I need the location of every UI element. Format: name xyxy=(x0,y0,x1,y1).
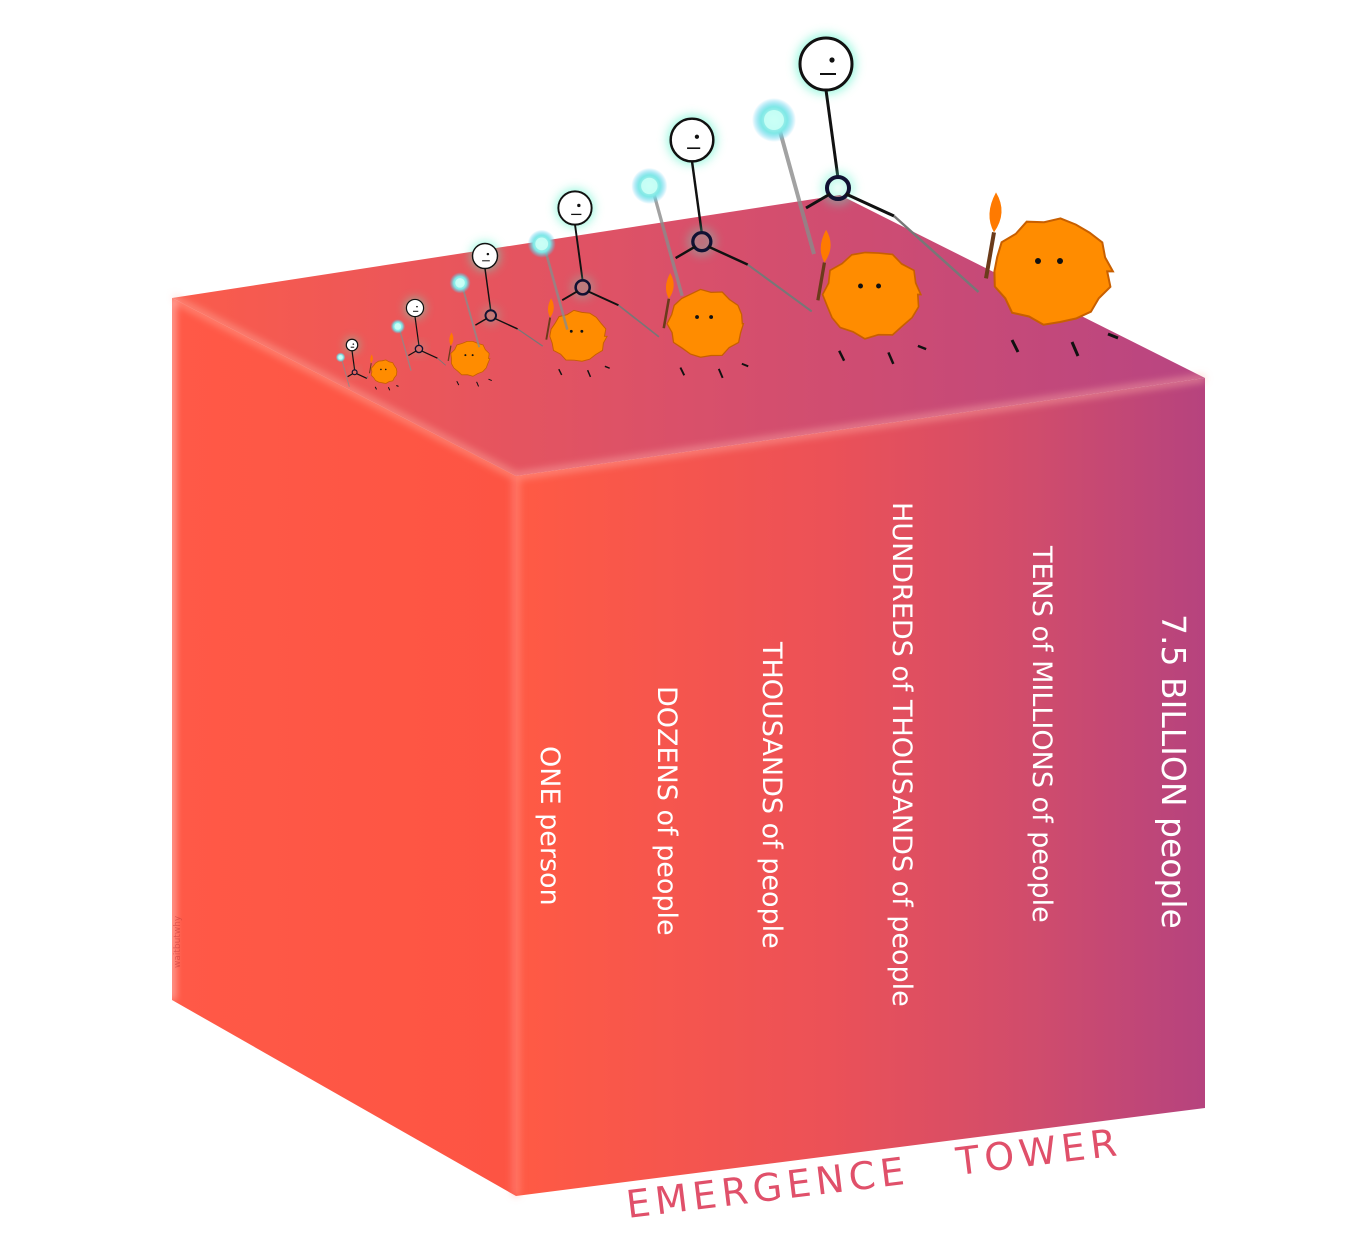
figure-pair-5 xyxy=(631,115,927,365)
torch-icon xyxy=(368,354,373,374)
torch-icon xyxy=(984,192,1002,279)
magic-staff-icon xyxy=(449,272,481,348)
cube-front-face xyxy=(516,378,1205,1196)
leash-icon xyxy=(893,215,980,293)
orange-creature-icon xyxy=(993,217,1119,357)
leash-icon xyxy=(747,263,813,313)
magic-staff-icon xyxy=(631,167,684,297)
level-label-tens-of-millions: TENS of MILLIONS of people xyxy=(1026,545,1057,923)
level-label-thousands: THOUSANDS of people xyxy=(756,641,787,949)
leash-icon xyxy=(517,328,544,347)
figure-pair-6 xyxy=(752,34,1119,357)
magic-staff-icon xyxy=(752,98,816,255)
level-label-dozens: DOZENS of people xyxy=(651,686,682,936)
cube-left-face xyxy=(172,298,516,1196)
stick-figure-icon xyxy=(405,298,438,359)
figure-pair-4 xyxy=(527,188,749,379)
orange-creature-icon xyxy=(821,251,927,365)
orange-creature-icon xyxy=(666,288,749,379)
stick-figure-icon xyxy=(470,241,518,330)
artist-signature: waitbutwhy xyxy=(173,915,183,968)
level-labels: ONE person DOZENS of people THOUSANDS of… xyxy=(534,502,1193,1007)
figure-pair-2 xyxy=(390,298,492,387)
torch-icon xyxy=(447,332,454,361)
magic-staff-icon xyxy=(527,229,569,330)
level-label-billions: 7.5 BILLION people xyxy=(1154,614,1193,929)
leash-icon xyxy=(618,304,660,338)
orange-creature-icon xyxy=(549,309,610,378)
torch-icon xyxy=(816,229,831,301)
leash-icon xyxy=(366,376,369,379)
stick-figure-icon xyxy=(667,115,749,266)
torch-icon xyxy=(662,273,674,329)
stick-figure-icon xyxy=(796,34,895,218)
figures-on-top xyxy=(335,34,1119,391)
figure-pair-3 xyxy=(449,241,610,378)
orange-creature-icon xyxy=(450,341,492,387)
magic-staff-icon xyxy=(390,319,412,371)
magic-staff-icon xyxy=(335,352,350,387)
level-label-hundreds-of-thousands: HUNDREDS of THOUSANDS of people xyxy=(886,502,917,1007)
leash-icon xyxy=(437,357,447,366)
level-label-one-person: ONE person xyxy=(534,746,565,906)
cube: waitbutwhy xyxy=(169,195,1206,1196)
stick-figure-icon xyxy=(555,188,619,307)
torch-icon xyxy=(545,298,554,340)
figure-pair-1 xyxy=(335,338,399,391)
stick-figure-icon xyxy=(345,338,368,379)
orange-creature-icon xyxy=(370,359,399,391)
